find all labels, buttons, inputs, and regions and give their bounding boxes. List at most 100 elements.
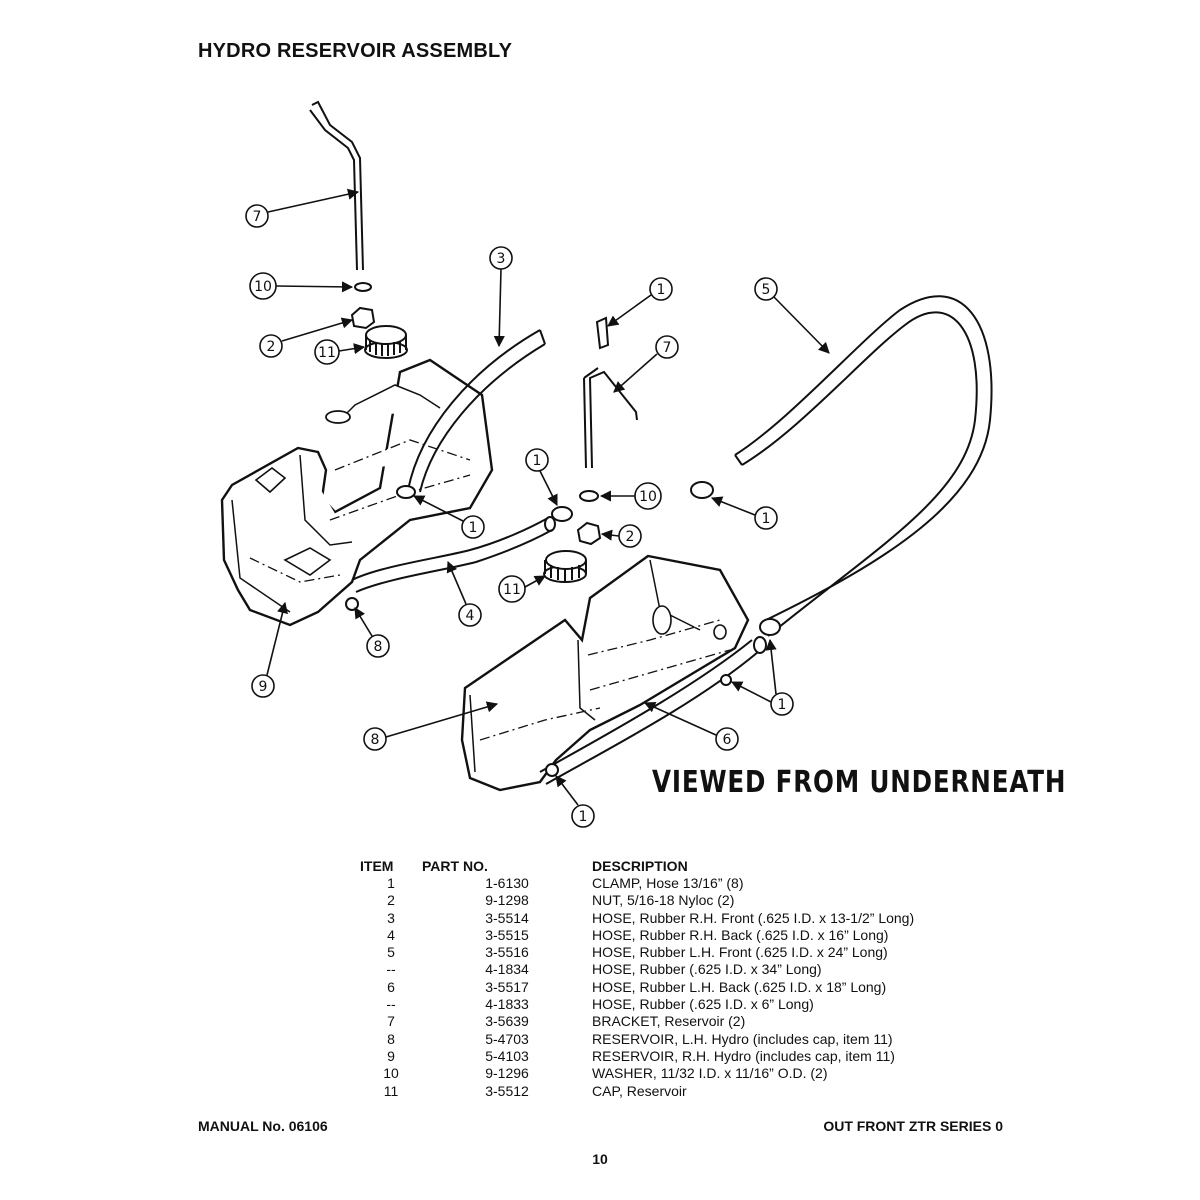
cell-part-no: 3-5516 xyxy=(485,944,529,961)
callout-5-label: 5 xyxy=(762,282,771,298)
cell-item: 3 xyxy=(387,909,395,926)
callout-6: 6 xyxy=(643,702,739,751)
callout-7-left-label: 7 xyxy=(253,209,262,225)
callout-6-label: 6 xyxy=(723,732,732,748)
callout-7-center-label: 7 xyxy=(663,340,672,356)
callout-1-top-label: 1 xyxy=(657,282,666,298)
header-item: ITEM xyxy=(360,858,394,874)
callout-1-right-label: 1 xyxy=(762,511,771,527)
callout-1-top: 1 xyxy=(607,277,673,327)
table-row: -- 4-1834 HOSE, Rubber (.625 I.D. x 34” Lo… xyxy=(360,961,914,978)
view-label: VIEWED FROM UNDERNEATH xyxy=(652,765,1067,800)
cell-part-no: 9-1296 xyxy=(485,1065,529,1082)
cell-item: 4 xyxy=(387,926,395,943)
callout-10-left-label: 10 xyxy=(254,279,272,295)
manual-number: MANUAL No. 06106 xyxy=(198,1118,328,1134)
cell-item: 8 xyxy=(387,1030,395,1047)
callout-10-left: 10 xyxy=(249,272,354,300)
callout-11-left: 11 xyxy=(314,339,366,365)
callout-10-center: 10 xyxy=(599,482,662,510)
clamp-right xyxy=(690,481,714,499)
cell-description: HOSE, Rubber (.625 I.D. x 34” Long) xyxy=(592,961,822,978)
clamps-lh xyxy=(545,618,781,777)
callout-11-center-label: 11 xyxy=(503,582,521,598)
callout-1-upper: 1 xyxy=(413,495,485,539)
cell-item: 10 xyxy=(383,1065,399,1082)
cell-part-no: 5-4103 xyxy=(485,1047,529,1064)
cell-item: 1 xyxy=(387,875,395,891)
cell-description: NUT, 5/16-18 Nyloc (2) xyxy=(592,892,735,909)
callout-1-lower-left-label: 8 xyxy=(374,639,383,655)
cell-description: RESERVOIR, L.H. Hydro (includes cap, ite… xyxy=(592,1030,893,1047)
series-name: OUT FRONT ZTR SERIES 0 xyxy=(823,1118,1003,1134)
cell-description: HOSE, Rubber R.H. Front (.625 I.D. x 13-… xyxy=(592,909,915,926)
cell-description: WASHER, 11/32 I.D. x 11/16” O.D. (2) xyxy=(592,1065,828,1082)
nut-left xyxy=(350,306,376,330)
cell-part-no: 3-5517 xyxy=(485,978,529,995)
table-row: 10 9-1296 WASHER, 11/32 I.D. x 11/16” O.D.… xyxy=(360,1065,914,1082)
cell-part-no: 1-6130 xyxy=(485,875,529,891)
cell-item: 5 xyxy=(387,944,395,961)
cell-description: BRACKET, Reservoir (2) xyxy=(592,1013,746,1030)
callout-2-center: 2 xyxy=(600,524,642,548)
cell-part-no: 5-4703 xyxy=(485,1030,529,1047)
callout-10-center-label: 10 xyxy=(639,489,657,505)
callout-11-center: 11 xyxy=(498,575,546,603)
table-row: 1 1-6130 CLAMP, Hose 13/16” (8) xyxy=(360,875,914,892)
cell-item: -- xyxy=(386,996,396,1013)
cell-part-no: 3-5639 xyxy=(485,1013,529,1030)
callout-11-left-label: 11 xyxy=(318,345,336,361)
hose-5 xyxy=(734,295,993,637)
bracket-center xyxy=(583,367,638,469)
cap-center xyxy=(543,550,587,583)
cell-description: HOSE, Rubber R.H. Back (.625 I.D. x 16” … xyxy=(592,926,889,943)
cell-part-no: 4-1834 xyxy=(485,961,529,978)
callout-1-lower-left: 8 xyxy=(354,607,390,658)
callout-1-center: 1 xyxy=(525,448,558,507)
table-row: 3 3-5514 HOSE, Rubber R.H. Front (.625 I.D… xyxy=(360,910,914,927)
cell-item: 11 xyxy=(383,1082,399,1099)
header-part-no: PART NO. xyxy=(422,858,488,874)
callout-1-right: 1 xyxy=(710,496,778,530)
callout-1-lower-right-label: 1 xyxy=(778,697,787,713)
callout-4-label: 4 xyxy=(466,608,475,624)
callout-1-lower-right: 1 xyxy=(731,638,794,716)
cell-item: 6 xyxy=(387,978,395,995)
callout-2-center-label: 2 xyxy=(626,529,635,545)
washer-left xyxy=(354,282,372,292)
table-row: 6 3-5517 HOSE, Rubber L.H. Back (.625 I.D.… xyxy=(360,979,914,996)
callout-9: 9 xyxy=(251,601,288,698)
callout-4: 4 xyxy=(446,560,482,627)
cell-item: 2 xyxy=(387,892,395,909)
callout-2-left-label: 2 xyxy=(267,339,276,355)
callout-3-label: 3 xyxy=(497,251,506,267)
callout-7-center: 7 xyxy=(613,335,679,393)
cell-item: 7 xyxy=(387,1013,395,1030)
callout-2-left: 2 xyxy=(259,317,354,358)
cell-description: RESERVOIR, R.H. Hydro (includes cap, ite… xyxy=(592,1047,895,1064)
cell-description: HOSE, Rubber L.H. Front (.625 I.D. x 24”… xyxy=(592,944,888,961)
cell-item: -- xyxy=(386,961,396,978)
cell-description: CLAMP, Hose 13/16” (8) xyxy=(592,875,744,891)
cell-part-no: 9-1298 xyxy=(485,892,529,909)
table-row: 4 3-5515 HOSE, Rubber R.H. Back (.625 I.D.… xyxy=(360,927,914,944)
cell-description: CAP, Reservoir xyxy=(592,1082,687,1099)
cell-description: HOSE, Rubber L.H. Back (.625 I.D. x 18” … xyxy=(592,978,887,995)
nut-center xyxy=(576,521,602,546)
clamp-center xyxy=(551,506,573,522)
table-row: 2 9-1298 NUT, 5/16-18 Nyloc (2) xyxy=(360,892,914,909)
hose-4 xyxy=(351,516,556,593)
callout-9-label: 9 xyxy=(259,679,268,695)
callout-8-label: 8 xyxy=(371,732,380,748)
washer-center xyxy=(579,490,599,502)
cell-part-no: 3-5514 xyxy=(485,909,529,926)
cell-item: 9 xyxy=(387,1047,395,1064)
bracket-left xyxy=(309,100,364,271)
callout-1-bottom-label: 1 xyxy=(579,809,588,825)
page-title: HYDRO RESERVOIR ASSEMBLY xyxy=(198,40,513,62)
callout-5: 5 xyxy=(754,277,830,354)
cell-part-no: 3-5515 xyxy=(485,926,529,943)
